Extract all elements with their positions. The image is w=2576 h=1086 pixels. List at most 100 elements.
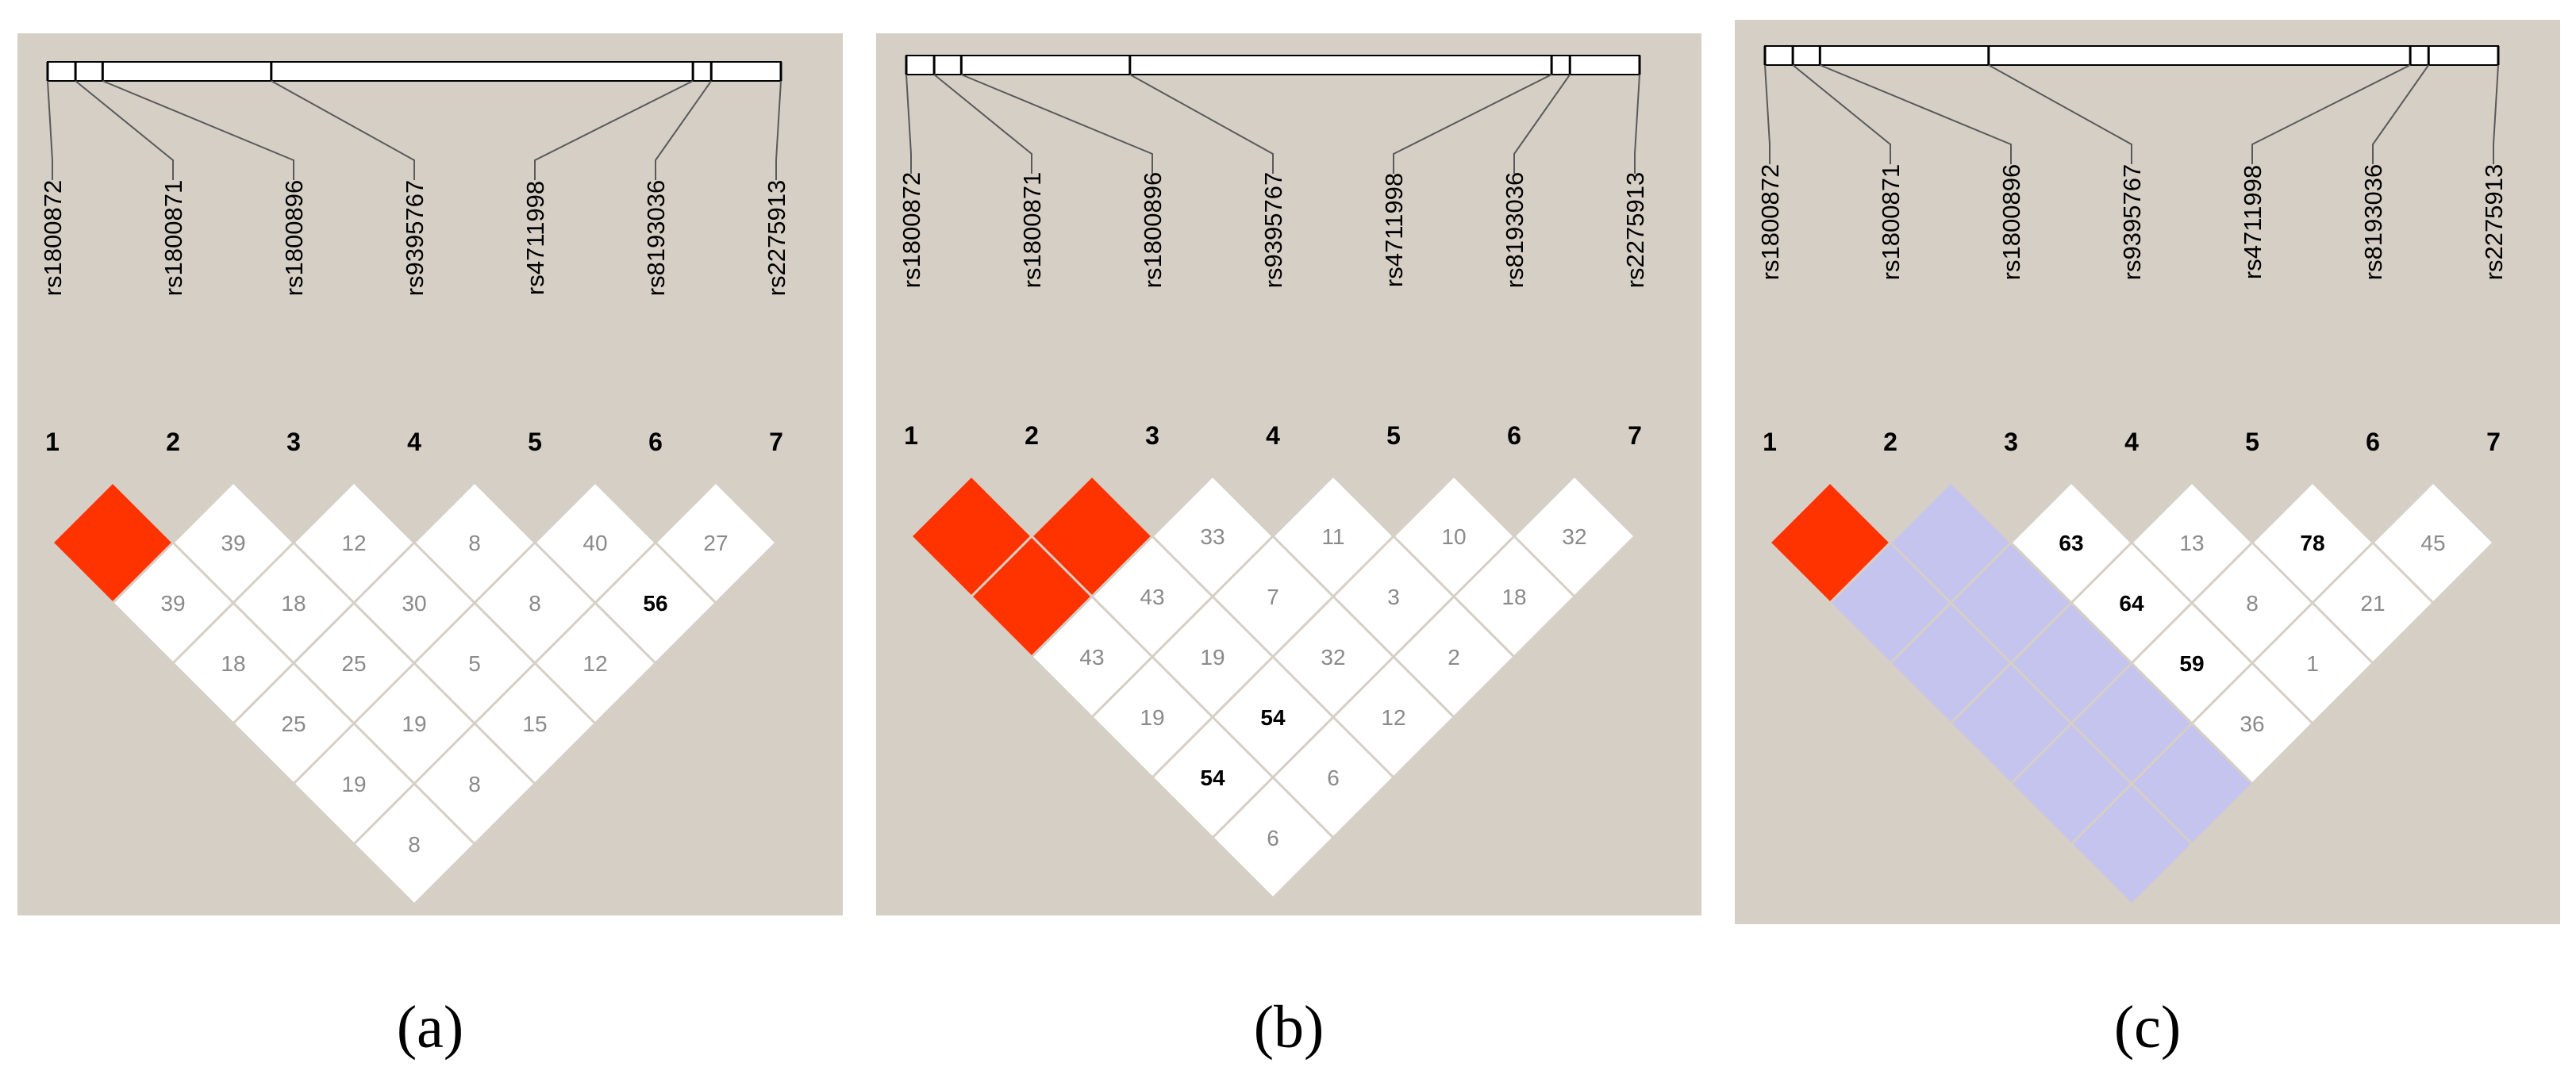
ld-cell-value: 39 (160, 591, 185, 616)
ld-cell-value: 36 (2240, 712, 2264, 736)
ld-cell-value: 30 (402, 591, 426, 616)
snp-index-label: 1 (1763, 428, 1777, 456)
panel-c-caption: (c) (2114, 994, 2181, 1061)
ld-cell-value: 18 (1501, 585, 1526, 609)
snp-index-label: 6 (2366, 428, 2380, 456)
panel-a-ideogram (46, 61, 782, 82)
snp-index-label: 5 (2245, 428, 2259, 456)
snp-index-label: 1 (45, 428, 60, 456)
ld-cell (2069, 781, 2194, 907)
snp-index-label: 2 (1025, 421, 1039, 450)
ld-cell-value: 59 (2179, 651, 2204, 676)
snp-label: rs4711998 (2239, 165, 2266, 279)
ld-cell-value: 1 (2306, 651, 2319, 676)
ideogram-bar (1764, 45, 2499, 66)
ld-cell-value: 12 (1381, 705, 1405, 730)
snp-connector-line (933, 74, 1032, 174)
snp-label: rs1800872 (39, 180, 67, 297)
ld-cell-value: 63 (2059, 531, 2083, 555)
snp-label: rs1800871 (1877, 164, 1905, 281)
panel-b: rs1800872 rs1800871 rs1800896 rs9395767 rs47… (876, 33, 1701, 1061)
snp-connector-line (75, 80, 174, 180)
snp-label: rs1800872 (898, 172, 925, 289)
ld-cell-value: 6 (1267, 826, 1279, 850)
snp-label: rs1800896 (1139, 172, 1167, 289)
panel-b-snp-labels: rs1800872 rs1800871 rs1800896 rs9395767 rs47… (898, 172, 1649, 289)
ld-cell-value: 54 (1200, 766, 1225, 790)
ld-cell-value: 12 (582, 651, 607, 676)
snp-index-label: 7 (769, 428, 783, 456)
snp-label: rs2275913 (1621, 172, 1649, 289)
panel-b-caption: (b) (1254, 994, 1325, 1061)
ld-cell-value: 32 (1321, 645, 1345, 670)
snp-index-label: 4 (1266, 421, 1280, 450)
snp-label: rs8193036 (642, 180, 670, 297)
snp-label: rs2275913 (763, 180, 790, 297)
snp-connector-line (2372, 64, 2430, 164)
ld-cell-value: 45 (2420, 531, 2445, 555)
snp-index-label: 4 (407, 428, 421, 456)
snp-connector-line (1792, 64, 1891, 164)
panel-c-connectors (1764, 64, 2499, 164)
snp-connector-line (2251, 64, 2411, 164)
snp-connector-line (1988, 64, 2132, 164)
ld-cell-value: 19 (1140, 705, 1164, 730)
ideogram-bar (905, 55, 1640, 75)
snp-connector-line (271, 80, 415, 180)
snp-label: rs8193036 (1501, 172, 1528, 289)
snp-connector-line (905, 74, 912, 174)
snp-label: rs1800872 (1756, 164, 1784, 281)
ld-cell-value: 7 (1267, 585, 1279, 609)
snp-label: rs1800871 (1018, 172, 1046, 289)
ld-cell-value: 43 (1140, 585, 1164, 609)
panel-a-connectors (47, 80, 782, 180)
ld-cell-value: 8 (408, 832, 421, 857)
panel-a-caption: (a) (397, 994, 463, 1061)
ld-cell-value: 5 (468, 651, 481, 676)
ld-cell-value: 8 (2246, 591, 2259, 616)
snp-connector-line (1129, 74, 1274, 174)
ld-cell-value: 19 (1200, 645, 1225, 670)
ld-cell-value: 10 (1441, 524, 1466, 549)
ld-cell-value: 78 (2300, 531, 2324, 555)
snp-index-label: 3 (2004, 428, 2018, 456)
ld-cell-value: 11 (1321, 524, 1344, 549)
snp-index-label: 7 (1628, 421, 1642, 450)
ld-cell-value: 12 (341, 531, 366, 555)
snp-label: rs1800871 (160, 180, 187, 297)
ld-cell-value: 32 (1562, 524, 1586, 549)
ld-cell-value: 25 (341, 651, 366, 676)
snp-index-label: 6 (648, 428, 663, 456)
ld-cell-value: 39 (221, 531, 245, 555)
snp-connector-line (534, 80, 694, 180)
ld-cell-value: 2 (1448, 645, 1460, 670)
snp-index-label: 2 (166, 428, 180, 456)
snp-index-label: 3 (1145, 421, 1159, 450)
ld-cell-value: 56 (643, 591, 667, 616)
snp-connector-line (1819, 64, 2012, 164)
snp-index-label: 3 (286, 428, 301, 456)
snp-label: rs8193036 (2359, 164, 2387, 281)
snp-connector-line (960, 74, 1153, 174)
snp-connector-line (2493, 64, 2499, 164)
snp-label: rs9395767 (401, 180, 429, 297)
ld-cell-value: 19 (402, 712, 426, 736)
ld-cell-value: 13 (2179, 531, 2204, 555)
ld-cell-value: 6 (1327, 766, 1340, 790)
snp-index-label: 2 (1883, 428, 1897, 456)
snp-label: rs4711998 (1380, 173, 1408, 287)
snp-connector-line (775, 80, 782, 180)
ld-cell-value: 64 (2119, 591, 2144, 616)
ld-cell-value: 54 (1260, 705, 1286, 730)
snp-label: rs9395767 (1259, 172, 1287, 289)
snp-connector-line (655, 80, 713, 180)
snp-index-label: 4 (2124, 428, 2139, 456)
snp-connector-line (1764, 64, 1771, 164)
